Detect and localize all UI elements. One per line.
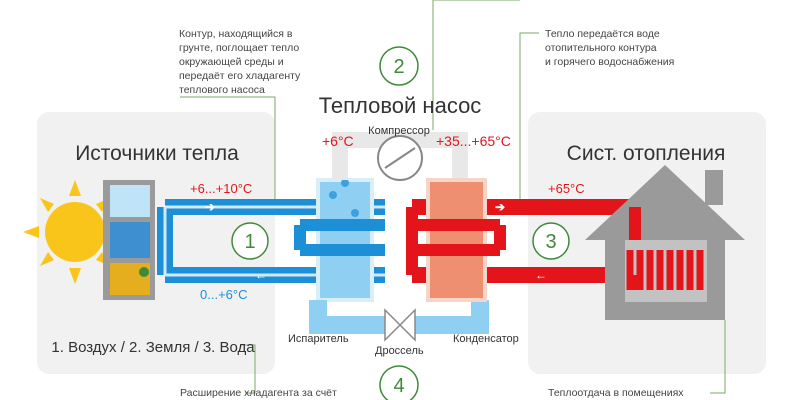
step-1-text: Контур, находящийся в грунте, поглощает … — [179, 28, 303, 96]
throttle-valve-icon — [384, 308, 416, 342]
throttle-label: Дроссель — [375, 345, 424, 357]
evaporator — [294, 178, 489, 334]
step-4-number: 4 — [393, 375, 404, 397]
step-1-circle — [231, 222, 269, 260]
step-1-number: 1 — [244, 231, 255, 253]
page-title: Тепловой насос — [319, 93, 482, 118]
pump-temp-hot: +35...+65°C — [436, 133, 511, 149]
left-panel — [37, 112, 275, 374]
step-3-text: Тепло передаётся воде отопительного конт… — [545, 28, 674, 68]
source-temp-in: +6...+10°C — [190, 181, 252, 196]
heat-source-column-icon — [103, 180, 155, 300]
compressor-icon — [377, 135, 423, 181]
step-3-circle — [532, 222, 570, 260]
svg-text:←: ← — [535, 268, 547, 282]
svg-text:←: ← — [255, 268, 267, 282]
condenser — [406, 178, 506, 302]
heating-temp: +65°C — [548, 181, 585, 196]
condenser-label: Конденсатор — [453, 333, 519, 345]
sources-list: 1. Воздух / 2. Земля / 3. Вода — [51, 339, 255, 356]
left-panel-title: Источники тепла — [75, 142, 239, 165]
right-panel-title: Сист. отопления — [567, 142, 726, 165]
svg-text:➔: ➔ — [495, 200, 505, 214]
svg-text:➔: ➔ — [205, 200, 215, 214]
leader-lines — [180, 0, 726, 394]
flow-arrows: ➔ ← ➔ ← — [205, 200, 547, 282]
step-4-text: Расширение хладагента за счёт — [180, 387, 337, 399]
step-2-circle — [379, 46, 419, 86]
step-4-circle — [379, 365, 419, 400]
source-temp-out: 0...+6°C — [200, 287, 247, 302]
step-3-number: 3 — [545, 231, 556, 253]
footer-right-text: Теплоотдача в помещениях — [548, 387, 684, 399]
compressor-label: Компрессор — [368, 125, 430, 137]
step-2-number: 2 — [393, 56, 404, 78]
house-icon — [585, 165, 745, 320]
evaporator-label: Испаритель — [288, 333, 349, 345]
pump-temp-cold: +6°C — [322, 133, 354, 149]
